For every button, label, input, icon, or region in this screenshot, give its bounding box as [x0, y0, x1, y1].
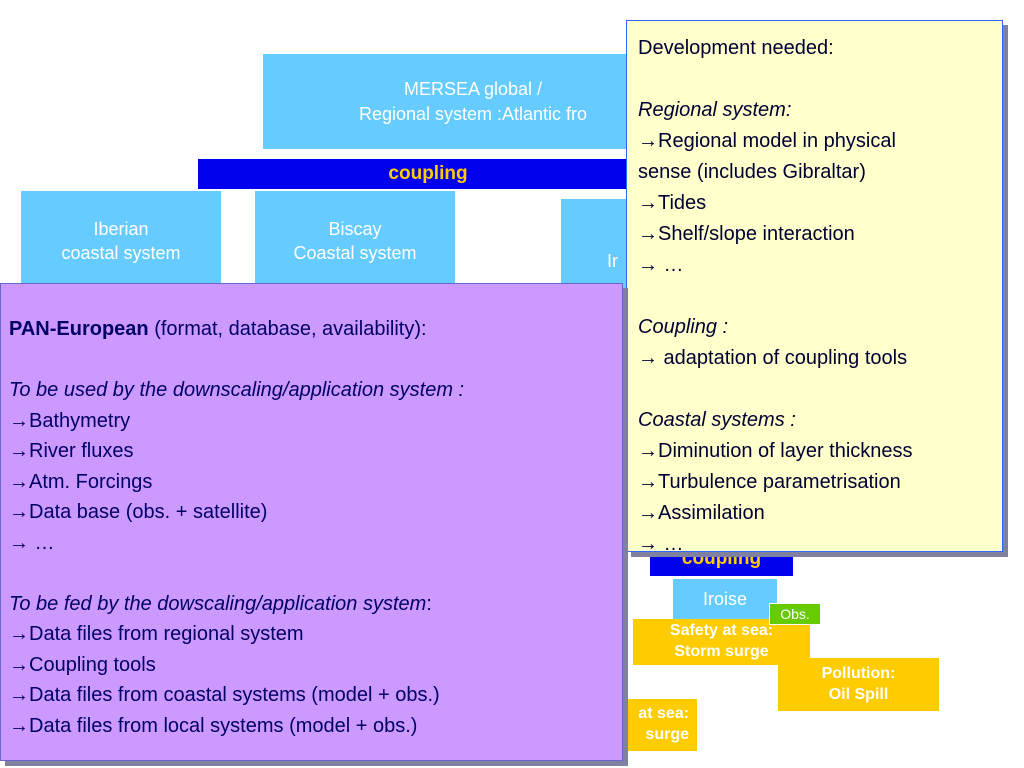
iroise-box: Iroise	[673, 579, 777, 621]
pan-used-item: →Atm. Forcings	[9, 470, 153, 493]
dev-coastal-item: →Assimilation	[638, 502, 765, 524]
pan-used-item: →Data base (obs. + satellite)	[9, 501, 268, 523]
pan-fed-item: →Data files from regional system	[9, 623, 304, 645]
pan-used-item: →Bathymetry	[9, 409, 131, 432]
arrow-right-icon: →	[638, 130, 658, 152]
pan-fed-heading: To be fed by the dowscaling/application …	[9, 592, 432, 615]
pollution-line2: Oil Spill	[828, 685, 889, 703]
pan-title: PAN-European (format, database, availabi…	[9, 314, 622, 345]
arrow-right-icon: →	[638, 254, 658, 276]
pollution-line1: Pollution:	[821, 664, 896, 682]
pan-european-panel: PAN-European (format, database, availabi…	[0, 283, 623, 761]
arrow-right-icon: →	[9, 684, 29, 706]
development-needed-panel: Development needed: Regional system: →Re…	[626, 20, 1003, 555]
safety-right-line2: Storm surge	[674, 643, 769, 660]
safety-right-line1: Safety at sea:	[669, 622, 774, 640]
arrow-right-icon: →	[638, 440, 658, 462]
dev-coastal-item: →Diminution of layer thickness	[638, 440, 913, 462]
mersea-box: MERSEA global / Regional system :Atlanti…	[263, 54, 683, 149]
arrow-right-icon: →	[9, 623, 29, 645]
dev-coupling-heading: Coupling :	[638, 316, 729, 338]
pan-spacer-2	[9, 558, 622, 589]
biscay-box: Biscay Coastal system	[255, 191, 455, 291]
dev-coastal-item: →Turbulence parametrisation	[638, 471, 901, 493]
dev-spacer-3	[638, 374, 1002, 405]
iberian-line2: coastal system	[61, 243, 181, 263]
safety-left-line1: at sea:	[638, 705, 689, 723]
iberian-box: Iberian coastal system	[21, 191, 221, 291]
arrow-right-icon: →	[9, 714, 29, 737]
pan-used-heading: To be used by the downscaling/applicatio…	[9, 379, 465, 401]
arrow-right-icon: →	[638, 471, 658, 493]
safety-at-sea-box-right: Safety at sea: Storm surge	[633, 619, 810, 665]
dev-spacer-2	[638, 281, 1002, 312]
arrow-right-icon: →	[638, 502, 658, 524]
pan-fed-item: →Data files from coastal systems (model …	[9, 684, 440, 706]
dev-coastal-item: → …	[638, 533, 684, 555]
dev-regional-heading: Regional system:	[638, 99, 792, 121]
safety-left-line2: surge	[645, 726, 689, 743]
pan-title-bold: PAN-European	[9, 318, 149, 340]
dev-regional-item: →Regional model in physical	[638, 130, 896, 152]
dev-regional-item: →Tides	[638, 192, 707, 214]
arrow-right-icon: →	[9, 440, 29, 462]
arrow-right-icon: →	[638, 533, 658, 555]
pan-spacer-1	[9, 345, 622, 376]
pan-used-item: → …	[9, 531, 55, 554]
pan-used-item: →River fluxes	[9, 440, 134, 462]
obs-badge: Obs.	[769, 603, 821, 625]
dev-regional-item: →Shelf/slope interaction	[638, 223, 855, 245]
arrow-right-icon: →	[638, 347, 658, 369]
arrow-right-icon: →	[9, 409, 29, 432]
arrow-right-icon: →	[9, 531, 29, 554]
dev-title: Development needed:	[638, 37, 834, 59]
iroise-label: Iroise	[702, 589, 747, 609]
mersea-line2: Regional system :Atlantic fro	[358, 103, 588, 124]
arrow-right-icon: →	[9, 470, 29, 493]
dev-spacer-1	[638, 64, 1002, 95]
pan-title-rest: (format, database, availability):	[148, 318, 427, 340]
coupling-bottom-label: coupling	[681, 548, 762, 569]
arrow-right-icon: →	[638, 192, 658, 214]
arrow-right-icon: →	[9, 653, 29, 676]
coupling-top-label: coupling	[388, 163, 468, 184]
mersea-line1: MERSEA global /	[403, 79, 543, 100]
arrow-right-icon: →	[638, 223, 658, 245]
dev-coastal-heading: Coastal systems :	[638, 409, 796, 431]
coupling-bar-top: coupling	[198, 159, 658, 189]
biscay-line2: Coastal system	[293, 243, 417, 263]
pollution-box: Pollution: Oil Spill	[778, 658, 939, 711]
irish-label: Ir	[607, 251, 618, 271]
obs-label: Obs.	[780, 606, 810, 622]
biscay-line1: Biscay	[328, 218, 382, 239]
pan-fed-item: →Data files from local systems (model + …	[9, 714, 418, 737]
dev-coupling-item: → adaptation of coupling tools	[638, 347, 908, 369]
dev-regional-item: sense (includes Gibraltar)	[638, 161, 866, 183]
iberian-line1: Iberian	[93, 218, 149, 239]
pan-fed-item: →Coupling tools	[9, 653, 156, 676]
dev-regional-item: → …	[638, 254, 684, 276]
arrow-right-icon: →	[9, 501, 29, 523]
